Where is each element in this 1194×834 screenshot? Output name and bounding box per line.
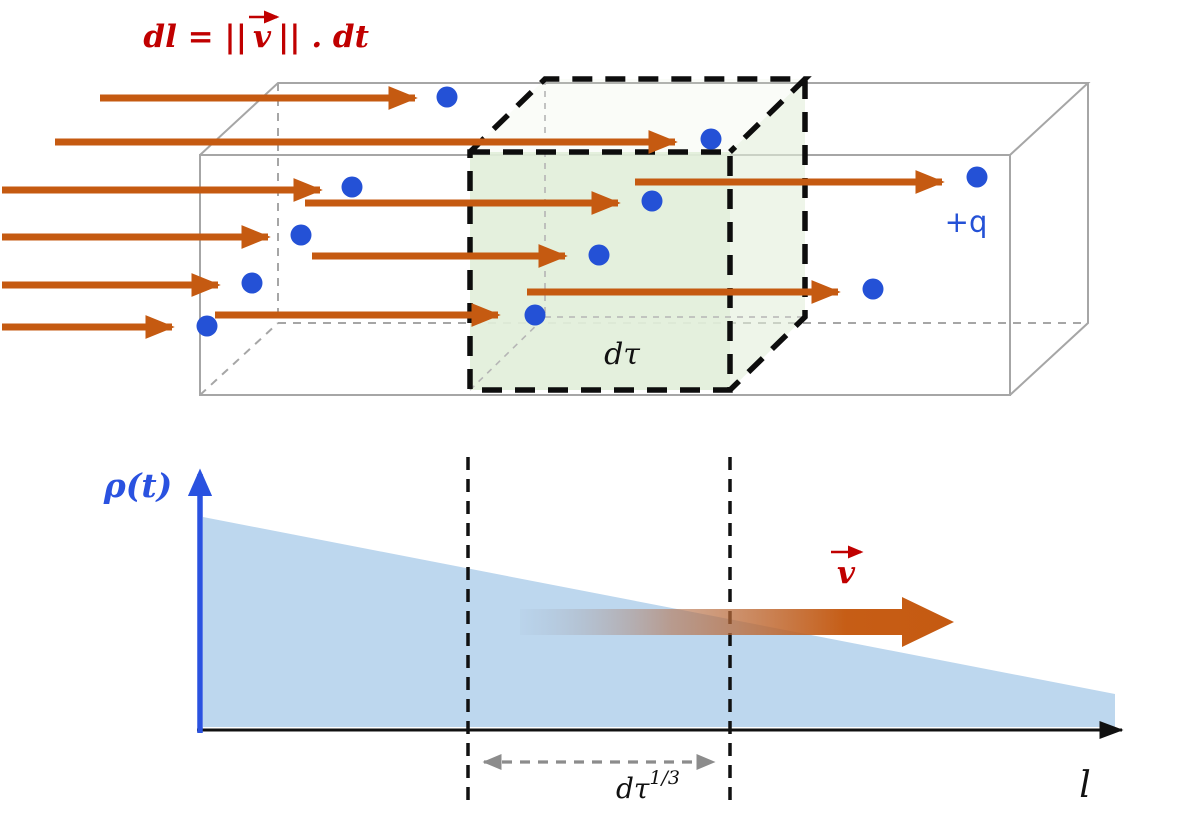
volume-element-label: dτ [604, 337, 640, 372]
density-graph: ρ(t) l dτ1/3 v [103, 457, 1124, 806]
charge-dot [862, 278, 884, 300]
charge-dot [700, 128, 722, 150]
charge-label: +q [945, 205, 988, 239]
velocity-gradient-arrow [520, 597, 954, 647]
dtau-measure-label: dτ1/3 [616, 767, 680, 805]
cube-right-face [730, 79, 805, 390]
charge-dot [241, 272, 263, 294]
cube-top-face [470, 79, 805, 152]
dtau-measure-exponent: 1/3 [649, 767, 680, 789]
cube-hidden-edges [469, 79, 805, 391]
charge-dot [196, 315, 218, 337]
formula-prefix: dl = || [143, 19, 247, 55]
charge-dot [524, 304, 546, 326]
velocity-vector-label: v [831, 545, 864, 591]
charge-arrows-layer [2, 86, 988, 339]
charge-dot [436, 86, 458, 108]
charge-dot [966, 166, 988, 188]
charge-dot [290, 224, 312, 246]
charge-dot [588, 244, 610, 266]
x-axis-label: l [1079, 765, 1091, 806]
volume-element-cube: dτ [467, 76, 812, 393]
y-axis-label: ρ(t) [103, 466, 172, 505]
formula-v: v [253, 19, 272, 55]
charge-dot [641, 190, 663, 212]
cube-edges [467, 76, 812, 393]
dtau-measure-base: dτ [616, 772, 650, 805]
formula-dl: dl = || v || . dt [143, 10, 370, 55]
charge-dot [341, 176, 363, 198]
formula-suffix: || . dt [278, 19, 370, 55]
cube-front-face [470, 152, 730, 390]
velocity-label-v: v [837, 555, 856, 591]
